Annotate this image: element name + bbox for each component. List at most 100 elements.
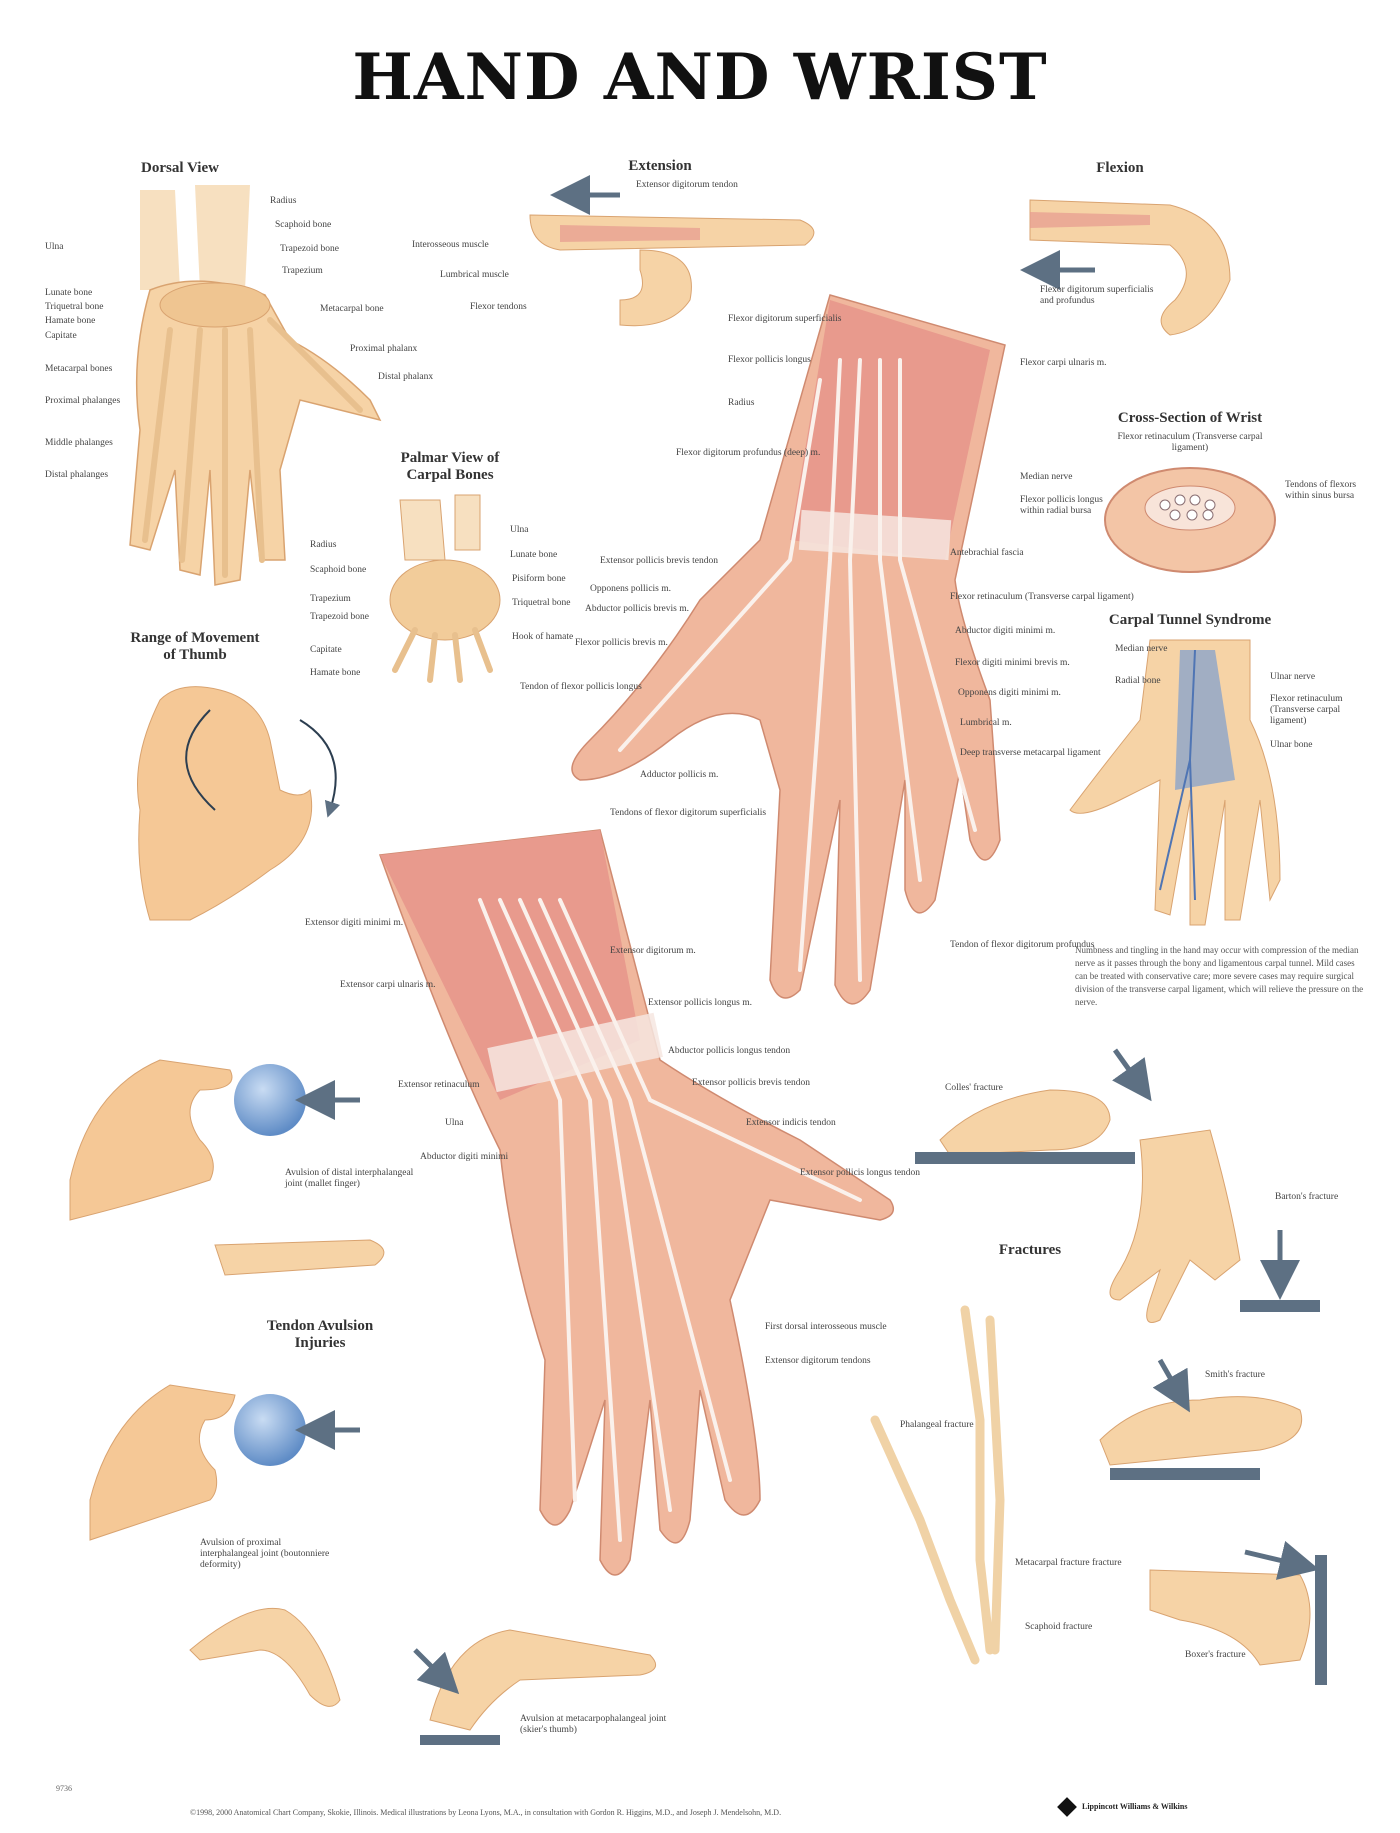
label: Flexor digitorum profundus (deep) m. (676, 448, 821, 458)
label: Flexor retinaculum (Transverse carpal li… (950, 592, 1134, 602)
extension-heading: Extension (628, 158, 692, 174)
label: Ulna (445, 1118, 464, 1128)
label: Scaphoid bone (275, 220, 332, 230)
label: Proximal phalanx (350, 344, 418, 354)
label: Median nerve (1115, 644, 1168, 654)
label: Tendon of flexor pollicis longus (520, 682, 642, 692)
label: Flexor digitorum superficialis and profu… (1040, 285, 1154, 306)
label: Extensor retinaculum (398, 1080, 480, 1090)
label: Ulna (510, 525, 529, 535)
label: Radius (728, 398, 755, 408)
label: Hamate bone (45, 316, 96, 326)
label: Extensor pollicis longus m. (648, 998, 752, 1008)
palmar-muscle-hand (571, 294, 1006, 1005)
label: Extensor digitorum m. (610, 946, 696, 956)
flexion-heading: Flexion (1096, 160, 1144, 176)
diamond-logo-icon (1057, 1797, 1077, 1817)
label: Scaphoid bone (310, 565, 367, 575)
label: Flexor digitorum superficialis (728, 314, 842, 324)
label: Triquetral bone (45, 302, 104, 312)
label: Ulnar bone (1270, 740, 1313, 750)
publisher-logo: Lippincott Williams & Wilkins (1057, 1797, 1188, 1817)
fractures-heading: Fractures (998, 1242, 1062, 1258)
label: Trapezium (282, 266, 323, 276)
label: Capitate (310, 645, 342, 655)
label: Abductor pollicis longus tendon (668, 1046, 791, 1056)
label: Scaphoid fracture (1025, 1622, 1093, 1632)
label: Ulna (45, 242, 64, 252)
carpal-tunnel-description: Numbness and tingling in the hand may oc… (1075, 945, 1364, 1007)
label: Ulnar nerve (1270, 672, 1316, 682)
label: Flexor tendons (470, 302, 527, 312)
label: Flexor carpi ulnaris m. (1020, 358, 1107, 368)
label: Extensor digiti minimi m. (305, 918, 404, 928)
label: Hook of hamate (512, 632, 574, 642)
label: Tendons of flexor digitorum superficiali… (610, 808, 767, 818)
wrist-cross-section (1104, 467, 1276, 573)
label: Phalangeal fracture (900, 1420, 974, 1430)
palmar-carpal-heading: Palmar View of Carpal Bones (400, 450, 500, 483)
label: Smith's fracture (1205, 1370, 1266, 1380)
label: Extensor digitorum tendon (636, 180, 738, 190)
label: Boxer's fracture (1185, 1650, 1246, 1660)
carpal-bones (389, 494, 501, 683)
label: Avulsion of distal interphalangeal joint… (285, 1168, 414, 1189)
tendon-avulsion-heading: Tendon Avulsion Injuries (266, 1318, 374, 1351)
label: Middle phalanges (45, 438, 113, 448)
label: Extensor pollicis longus tendon (800, 1168, 921, 1178)
dorsal-hand-skeleton (129, 185, 382, 586)
extension-finger (529, 175, 815, 327)
label: Antebrachial fascia (950, 548, 1024, 558)
label: Flexor retinaculum (Transverse carpal li… (1117, 432, 1263, 453)
label: Opponens pollicis m. (590, 584, 672, 594)
dorsal-view-heading: Dorsal View (141, 160, 219, 176)
label: Metacarpal bones (45, 364, 113, 374)
label: Abductor pollicis brevis m. (585, 604, 689, 614)
label: Extensor indicis tendon (746, 1118, 836, 1128)
fracture-figures (870, 1048, 1327, 1685)
avulsion-figures (69, 1059, 657, 1745)
label: Trapezoid bone (280, 244, 340, 254)
label: Barton's fracture (1275, 1192, 1339, 1202)
label: Triquetral bone (512, 598, 571, 608)
cross-section-heading: Cross-Section of Wrist (1117, 410, 1263, 426)
label: Extensor digitorum tendons (765, 1356, 871, 1366)
label: Radial bone (1115, 676, 1161, 686)
label: Abductor digiti minimi (420, 1152, 509, 1162)
label: Lunate bone (45, 288, 93, 298)
label: Radius (310, 540, 337, 550)
label: Adductor pollicis m. (640, 770, 719, 780)
label: Metacarpal bone (320, 304, 384, 314)
label: Colles' fracture (945, 1083, 1003, 1093)
label: Flexor retinaculum (Transverse carpal li… (1270, 694, 1343, 726)
label: Abductor digiti minimi m. (955, 626, 1056, 636)
label: Trapezoid bone (310, 612, 370, 622)
label: Interosseous muscle (412, 240, 489, 250)
poster-title: HAND AND WRIST (352, 40, 1048, 115)
carpal-tunnel-hand (1069, 639, 1281, 926)
label: Extensor carpi ulnaris m. (340, 980, 436, 990)
label: Tendons of flexors within sinus bursa (1285, 480, 1357, 501)
label: Median nerve (1020, 472, 1073, 482)
label: Extensor pollicis brevis tendon (600, 556, 718, 566)
copyright-footer: ©1998, 2000 Anatomical Chart Company, Sk… (190, 1808, 782, 1817)
label: Distal phalanx (378, 372, 434, 382)
label: Extensor pollicis brevis tendon (692, 1078, 810, 1088)
publisher-name: Lippincott Williams & Wilkins (1082, 1801, 1188, 1811)
label: Deep transverse metacarpal ligament (960, 748, 1101, 758)
thumb-range-hand (137, 686, 341, 921)
chart-code: 9736 (56, 1784, 72, 1793)
label: Trapezium (310, 594, 351, 604)
label: Flexor digiti minimi brevis m. (955, 658, 1070, 668)
carpal-tunnel-heading: Carpal Tunnel Syndrome (1108, 612, 1272, 628)
label: Avulsion at metacarpophalangeal joint (s… (520, 1714, 667, 1735)
label: Flexor pollicis longus (728, 355, 811, 365)
label: Opponens digiti minimi m. (958, 688, 1061, 698)
label: Hamate bone (310, 668, 361, 678)
range-thumb-heading: Range of Movement of Thumb (130, 630, 260, 663)
label: Flexor pollicis brevis m. (575, 638, 668, 648)
flexion-finger (1020, 199, 1231, 336)
label: Capitate (45, 331, 77, 341)
label: Metacarpal fracture fracture (1015, 1558, 1122, 1568)
